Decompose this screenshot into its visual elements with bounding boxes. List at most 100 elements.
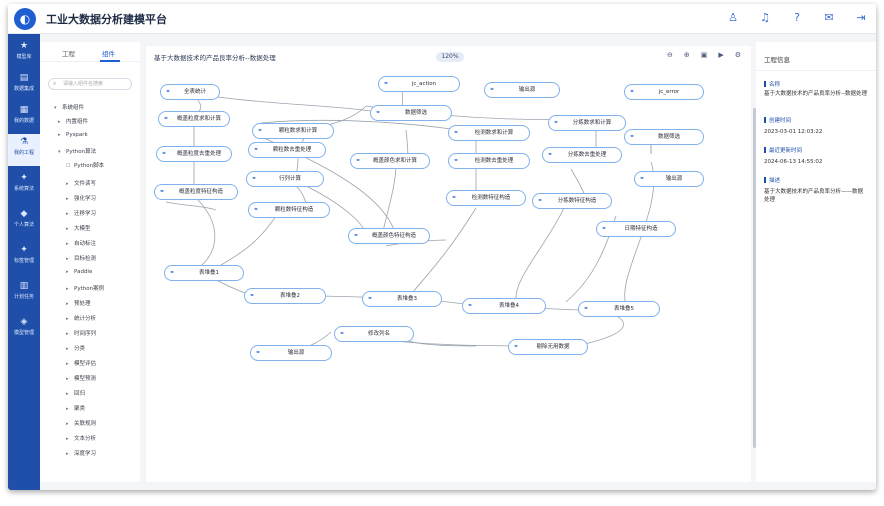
node-icon: ⚭	[257, 127, 263, 134]
user-icon[interactable]: ♙	[728, 11, 738, 24]
workflow-node[interactable]: ⚭颗粒数去重处理	[248, 142, 326, 158]
workflow-node[interactable]: ⚭颗粒数求和计算	[252, 123, 334, 139]
nav-personal-algorithms[interactable]: ◆个人算法	[8, 206, 40, 238]
tree-node[interactable]: ▸文件读写	[66, 181, 97, 187]
tab-components[interactable]: 组件	[102, 50, 115, 58]
workflow-node[interactable]: ⚭数据筛选	[370, 105, 452, 121]
workflow-node[interactable]: ⚭数据筛选	[624, 129, 704, 145]
panel-tabs: 工程 组件	[40, 42, 140, 62]
zoom-out-icon[interactable]: ⊖	[666, 51, 673, 59]
node-icon: ⚭	[453, 129, 459, 136]
workflow-node[interactable]: ⚭输出源	[250, 345, 332, 361]
tree-node[interactable]: ▸迁移学习	[66, 211, 97, 217]
created-value: 2023-03-01 12:03:22	[764, 129, 823, 135]
tree-node[interactable]: ▸时间序列	[66, 331, 97, 337]
run-icon[interactable]: ▶	[718, 51, 724, 59]
workflow-node[interactable]: ⚭输出源	[484, 82, 560, 98]
divider	[756, 70, 876, 71]
workflow-node[interactable]: ⚭表堆叠2	[244, 288, 326, 304]
workflow-node[interactable]: ⚭表堆叠5	[578, 301, 660, 317]
nav-data-integration[interactable]: ▤数据集成	[8, 70, 40, 102]
workflow-node[interactable]: ⚭表堆叠1	[164, 265, 244, 281]
workflow-node[interactable]: ⚭修改列名	[334, 326, 414, 342]
description-value: 基于大数据技术的产品良率分析——数据处理	[764, 189, 864, 203]
workflow-node[interactable]: ⚭行列计算	[246, 171, 324, 187]
zoom-in-icon[interactable]: ⊕	[683, 51, 690, 59]
tree-node[interactable]: ▸Pyspark	[58, 132, 88, 138]
workflow-node[interactable]: ⚭概盖颜色求和计算	[350, 153, 430, 169]
workflow-node[interactable]: ⚭输出源	[634, 171, 704, 187]
message-icon[interactable]: ✉	[824, 11, 834, 24]
top-bar: ◐ 工业大数据分析建模平台 ♙ ♫ ? ✉ ⇥	[8, 4, 876, 34]
node-icon: ⚭	[255, 349, 261, 356]
tree-node[interactable]: ▸聚类	[66, 406, 86, 412]
tree-node[interactable]: ▸自动标注	[66, 241, 97, 247]
node-icon: ⚭	[253, 206, 259, 213]
workflow-node[interactable]: ⚭剔除无用数据	[508, 339, 588, 355]
tree-node[interactable]: ▸Python案例	[66, 286, 105, 292]
left-nav: ★模型库 ▤数据集成 ▦我的数据 ⚗我的工程 ✦系统算法 ◆个人算法 ✦标签管理…	[8, 34, 40, 490]
tree-node[interactable]: ▾Python算法	[58, 149, 97, 155]
logout-icon[interactable]: ⇥	[856, 11, 866, 24]
tree-node[interactable]: ☐Python脚本	[66, 163, 105, 169]
workflow-node[interactable]: ⚭检测数求和计算	[448, 125, 530, 141]
node-icon: ⚭	[169, 269, 175, 276]
nav-scheduled-tasks[interactable]: ▥计划任务	[8, 278, 40, 310]
workflow-node[interactable]: ⚭jc_action	[378, 76, 460, 92]
created-label: 创建时间	[764, 116, 791, 124]
tab-underline	[100, 60, 120, 62]
settings-icon[interactable]: ⚙	[734, 51, 741, 59]
tree-node[interactable]: ▸模型评估	[66, 361, 97, 367]
workflow-node[interactable]: ⚭概盖粒度特征构造	[154, 184, 238, 200]
node-icon: ⚭	[383, 80, 389, 87]
workflow-node[interactable]: ⚭概盖颜色特征构造	[348, 228, 430, 244]
canvas-scrollbar[interactable]	[753, 108, 756, 448]
node-icon: ⚭	[251, 175, 257, 182]
tree-node[interactable]: ▸模型预测	[66, 376, 97, 382]
tree-node[interactable]: ▸文本分析	[66, 436, 97, 442]
app-window: ◐ 工业大数据分析建模平台 ♙ ♫ ? ✉ ⇥ ★模型库 ▤数据集成 ▦我的数据…	[8, 4, 876, 490]
tree-node[interactable]: ▸深度学习	[66, 451, 97, 457]
star-icon: ★	[19, 41, 29, 51]
tree-node[interactable]: ▸目标检测	[66, 256, 97, 262]
workflow-node[interactable]: ⚭表堆叠4	[462, 298, 546, 314]
component-search-input[interactable]: ⌕请输入组件名搜索	[48, 78, 132, 90]
tree-node[interactable]: ▸Paddle	[66, 269, 93, 275]
workflow-node[interactable]: ⚭jc_error	[624, 84, 704, 100]
bell-icon[interactable]: ♫	[760, 11, 770, 24]
tree-node[interactable]: ▸内置组件	[58, 119, 89, 125]
save-icon[interactable]: ▣	[700, 51, 708, 59]
workflow-node[interactable]: ⚭分拣数去重处理	[542, 147, 622, 163]
tree-node[interactable]: ▸大模型	[66, 226, 91, 232]
name-label: 名称	[764, 80, 780, 88]
nav-tag-management[interactable]: ✦标签管理	[8, 242, 40, 274]
workflow-node[interactable]: ⚭颗粒数特征构造	[248, 202, 330, 218]
workflow-node[interactable]: ⚭检测数去重处理	[448, 153, 530, 169]
database-icon: ▤	[19, 73, 29, 83]
nav-model-library[interactable]: ★模型库	[8, 38, 40, 70]
nav-my-projects[interactable]: ⚗我的工程	[8, 134, 40, 166]
nav-my-data[interactable]: ▦我的数据	[8, 102, 40, 134]
workflow-node[interactable]: ⚭表堆叠3	[362, 291, 442, 307]
tree-node[interactable]: ▾系统组件	[54, 105, 85, 111]
workflow-node[interactable]: ⚭全表统计	[160, 84, 220, 100]
tree-node[interactable]: ▸关联规则	[66, 421, 97, 427]
tree-node[interactable]: ▸强化学习	[66, 196, 97, 202]
workflow-node[interactable]: ⚭概盖粒度去重处理	[156, 146, 232, 162]
tree-node[interactable]: ▸回归	[66, 391, 86, 397]
tab-project[interactable]: 工程	[62, 50, 75, 58]
nav-system-algorithms[interactable]: ✦系统算法	[8, 170, 40, 202]
node-icon: ⚭	[629, 133, 635, 140]
top-icons: ♙ ♫ ? ✉ ⇥	[726, 11, 868, 25]
workflow-node[interactable]: ⚭分拣数求和计算	[548, 115, 626, 131]
nav-model-management[interactable]: ◈模型管理	[8, 314, 40, 346]
tree-node[interactable]: ▸统计分析	[66, 316, 97, 322]
tree-node[interactable]: ▸分类	[66, 346, 86, 352]
workflow-node[interactable]: ⚭日期特征构造	[596, 221, 676, 237]
help-icon[interactable]: ?	[794, 11, 800, 24]
canvas-toolbar: ⊖ ⊕ ▣ ▶ ⚙	[667, 51, 741, 59]
workflow-node[interactable]: ⚭概盖粒度求和计算	[158, 111, 230, 127]
workflow-node[interactable]: ⚭分拣数特征构造	[532, 193, 612, 209]
tree-node[interactable]: ▸预处理	[66, 301, 91, 307]
workflow-node[interactable]: ⚭检测数特征构造	[446, 190, 526, 206]
